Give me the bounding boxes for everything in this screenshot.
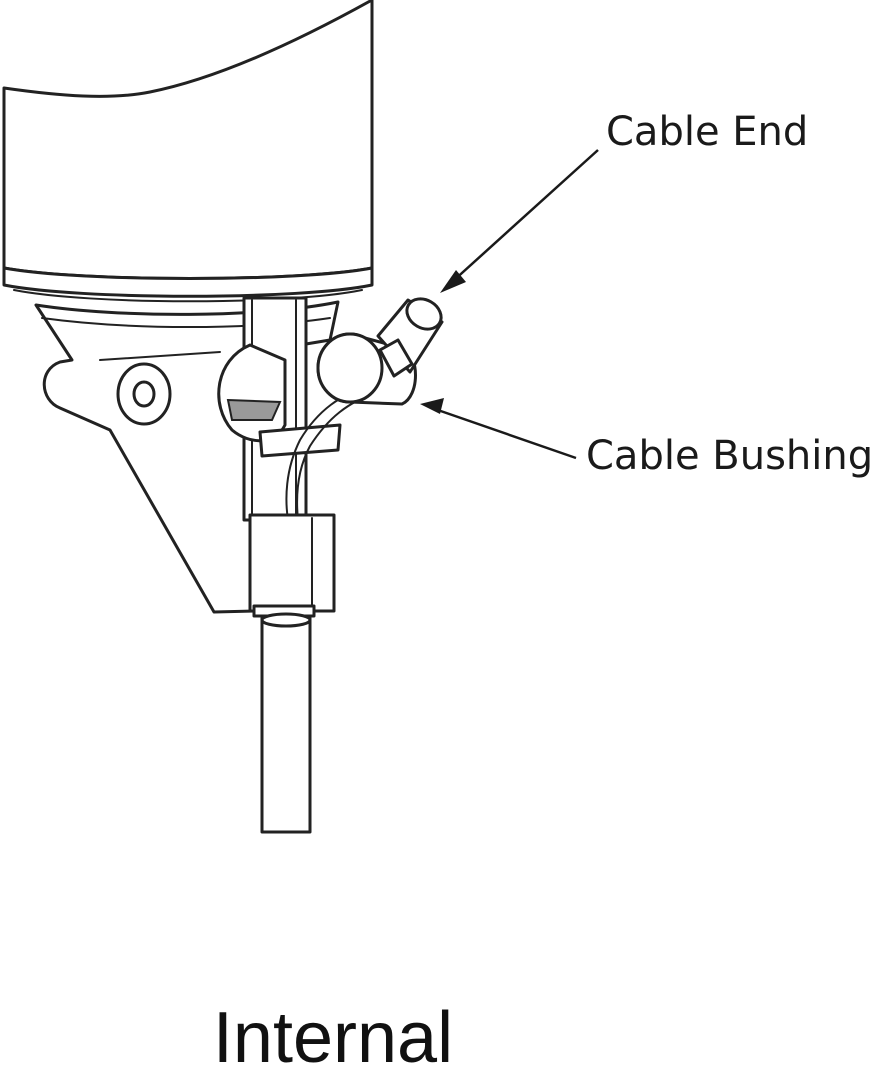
cable-bushing-label: Cable Bushing: [586, 433, 874, 479]
caption-text: Internal: [212, 998, 454, 1078]
cable-end-leader: [440, 149, 599, 293]
lower-block: [248, 513, 336, 618]
output-shaft: [260, 612, 312, 834]
cable-bushing-leader: [420, 398, 577, 460]
figure-caption: Internal: [0, 1002, 886, 1074]
motor-housing: [2, 0, 374, 303]
cable-end: [376, 297, 444, 378]
cable-end-label: Cable End: [606, 109, 809, 155]
